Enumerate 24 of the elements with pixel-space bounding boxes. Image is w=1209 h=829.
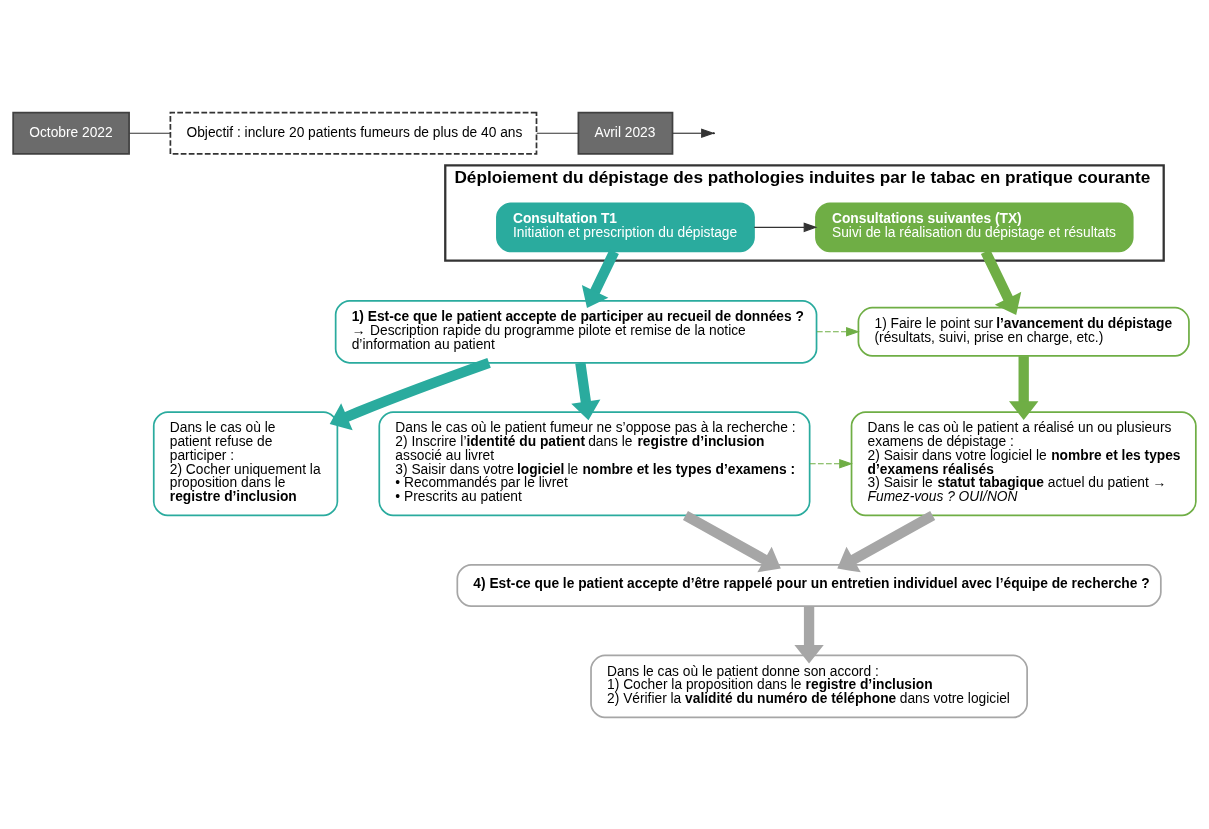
node-box: Avril 2023 (577, 111, 674, 155)
node-box: 1) Est-ce que le patient accepte de participer au recueil de données ? → Description rapide du programme pilote et remise de la notice d’information au patient (334, 299, 818, 364)
arrow (816, 326, 860, 337)
arrow (329, 357, 491, 430)
arrow (672, 127, 715, 138)
connector (536, 132, 579, 134)
node-box: Dans le cas où le patient a réalisé un ou plusieurs examens de dépistage : 2) Saisir dans votre logiciel le nombre et les types d’examens réalisés 3) Saisir le statut tabagique actuel du patient → Fumez-vous ? OUI/NON (850, 410, 1197, 516)
node-box: Octobre 2022 (12, 111, 130, 155)
arrow (1009, 355, 1039, 420)
node-box: Dans le cas où le patient donne son accord : 1) Cocher la proposition dans le registre d’inclusion 2) Vérifier la validité du numéro de téléphone dans votre logiciel (590, 654, 1028, 718)
node-box: Objectif : inclure 20 patients fumeurs de plus de 40 ans (169, 111, 538, 155)
arrow (753, 222, 818, 232)
node-box: Consultation T1 Initiation et prescription du dépistage (496, 201, 755, 252)
arrow (809, 458, 853, 469)
node-box: Dans le cas où le patient refuse de participer : 2) Cocher uniquement la proposition dans le registre d’inclusion (152, 410, 339, 516)
connector (129, 132, 171, 134)
arrow (837, 510, 936, 572)
arrow (794, 606, 824, 664)
node-box: Dans le cas où le patient fumeur ne s’oppose pas à la recherche : 2) Inscrire l’identité du patient dans le registre d’inclusion associé au livret 3) Saisir dans votre logiciel le nombre et les types d’examens : • Recommandés par le livret • Prescrits au patient (378, 410, 811, 516)
node-box: Consultations suivantes (TX) Suivi de la réalisation du dépistage et résultats (815, 201, 1134, 252)
arrow (571, 361, 601, 420)
node-box: 1) Faire le point sur l’avancement du dépistage (résultats, suivi, prise en charge, etc.) (857, 306, 1190, 357)
node-box: 4) Est-ce que le patient accepte d’être rappelé pour un entretien individuel avec l’équipe de recherche ? (456, 563, 1162, 607)
arrow (682, 510, 781, 572)
